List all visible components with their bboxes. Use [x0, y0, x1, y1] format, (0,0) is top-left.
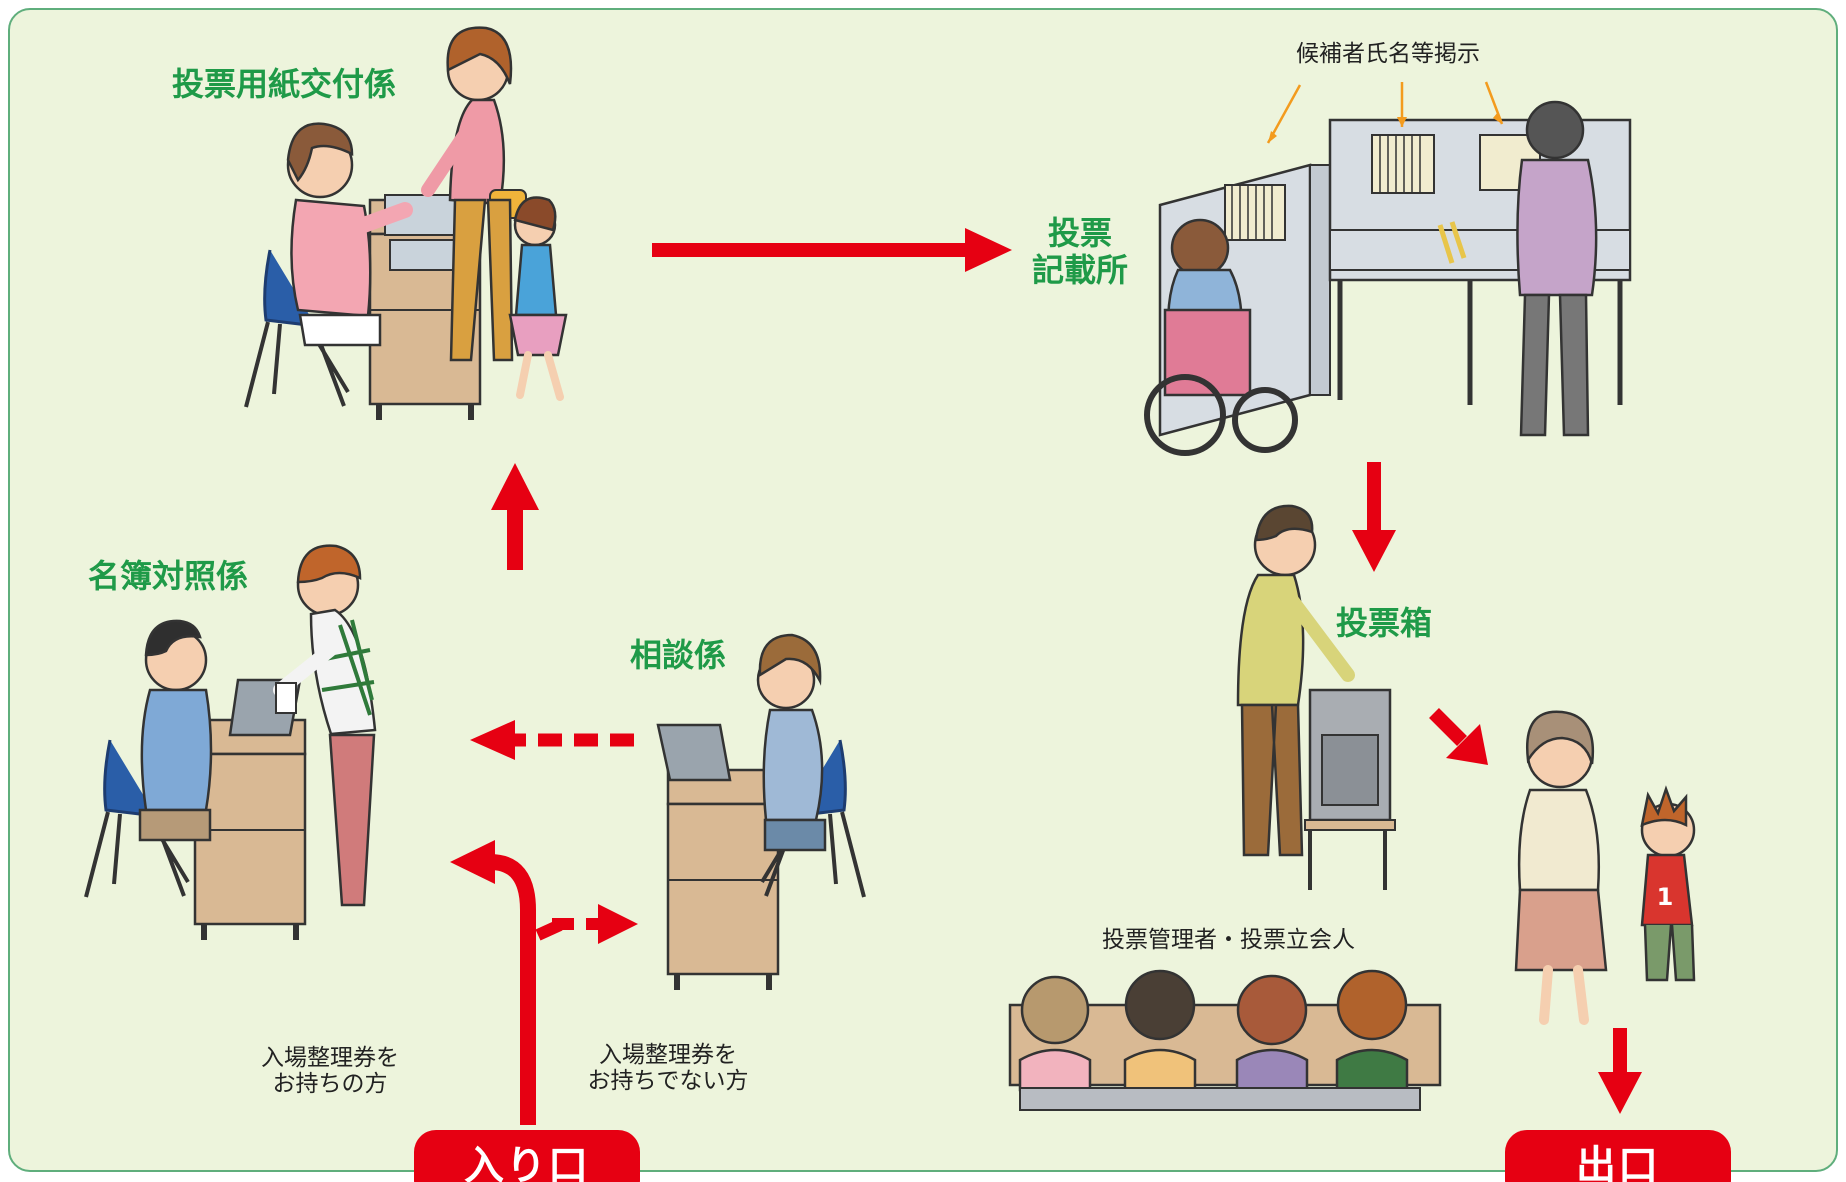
without-ticket-note-line1: 入場整理券を [599, 1042, 737, 1068]
writing-booth-label-line1: 投票 [1047, 214, 1112, 252]
ballot-issue-station-illustration [244, 26, 568, 422]
without-ticket-note-line2: お持ちでない方 [587, 1068, 749, 1095]
ballot-box-illustration [1236, 504, 1396, 890]
arrow-box-to-exit [1429, 708, 1488, 765]
writing-booth-illustration [1144, 81, 1632, 456]
writing-booth-label: 投票 記載所 [1020, 215, 1140, 289]
candidate-display-note: 候補者氏名等掲示 [1296, 41, 1480, 67]
arrow-entrance-to-register [450, 840, 536, 1125]
consultation-illustration [656, 633, 866, 992]
without-ticket-note: 入場整理券を お持ちでない方 [568, 1042, 768, 1095]
flow-arrows [450, 228, 1642, 1125]
register-check-label: 名簿対照係 [88, 557, 249, 595]
ballot-issue-label: 投票用紙交付係 [172, 65, 397, 103]
ballot-box-label: 投票箱 [1336, 604, 1433, 642]
arrow-consult-to-register [470, 720, 634, 760]
exit-people-illustration: 1 [1514, 710, 1696, 1025]
arrow-booth-to-box [1352, 462, 1396, 572]
dashed-flow-arrows [470, 720, 638, 944]
arrow-entrance-to-consult [535, 904, 638, 944]
with-ticket-note: 入場整理券を お持ちの方 [230, 1045, 430, 1098]
writing-booth-label-line2: 記載所 [1031, 250, 1128, 289]
officials-note: 投票管理者・投票立会人 [1102, 927, 1355, 953]
arrow-issue-to-booth [652, 228, 1012, 272]
register-check-illustration [84, 544, 377, 942]
consultation-label: 相談係 [630, 636, 727, 674]
svg-text:1: 1 [1657, 883, 1674, 911]
officials-illustration [1008, 969, 1442, 1111]
arrow-register-to-issue [491, 463, 539, 570]
entrance-sign: 入り口 [414, 1130, 640, 1182]
with-ticket-note-line1: 入場整理券を [261, 1045, 399, 1071]
exit-sign: 出口 [1505, 1130, 1731, 1182]
with-ticket-note-line2: お持ちの方 [272, 1071, 388, 1098]
arrow-to-exit-sign [1598, 1028, 1642, 1114]
